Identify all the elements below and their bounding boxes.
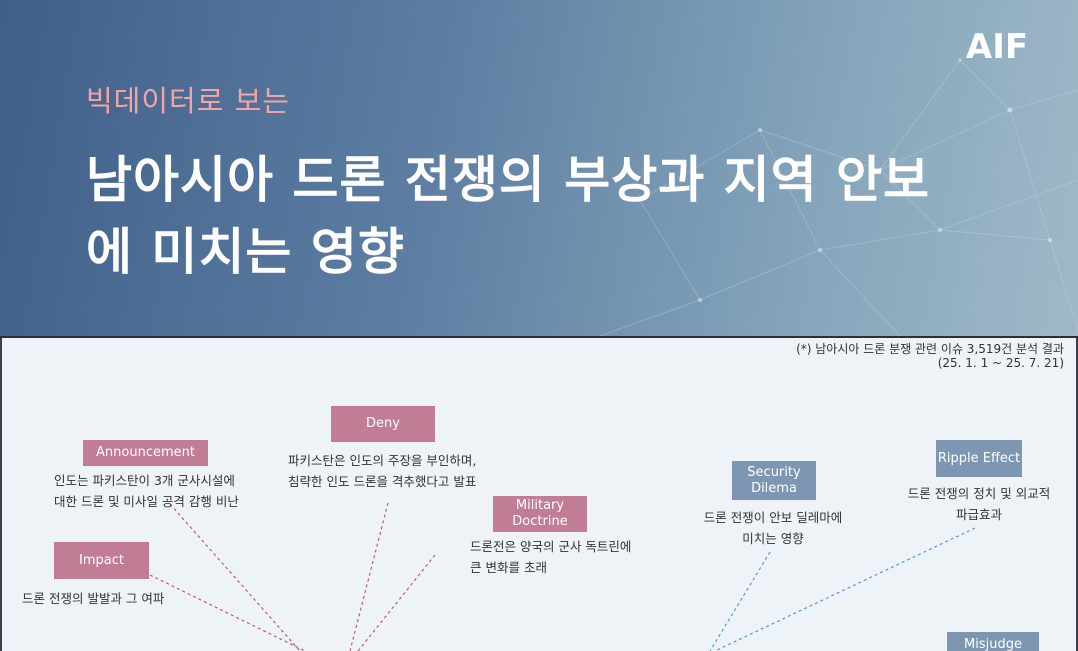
tag-security-dilema: Security Dilema — [732, 461, 816, 500]
tag-label: Doctrine — [512, 514, 568, 529]
desc-military-doctrine: 드론전은 양국의 군사 독트린에 큰 변화를 초래 — [470, 536, 631, 578]
desc-line: 침략한 인도 드론을 격추했다고 발표 — [288, 474, 477, 489]
desc-ripple-effect: 드론 전쟁의 정치 및 외교적 파급효과 — [898, 483, 1060, 525]
tag-ripple-effect: Ripple Effect — [936, 440, 1022, 477]
desc-line: 드론 전쟁의 정치 및 외교적 — [907, 486, 1051, 501]
header-divider — [0, 336, 1078, 338]
desc-announcement: 인도는 파키스탄이 3개 군사시설에 대한 드론 및 미사일 공격 감행 비난 — [54, 470, 239, 512]
connector-security-dilema — [709, 551, 771, 651]
connector-lines — [149, 502, 976, 651]
connector-military-doctrine — [357, 554, 436, 651]
desc-line: 드론 전쟁의 발발과 그 여파 — [22, 591, 165, 606]
page-title-line2: 에 미치는 영향 — [86, 223, 405, 281]
page-title-line1: 남아시아 드론 전쟁의 부상과 지역 안보 — [86, 151, 931, 209]
desc-impact: 드론 전쟁의 발발과 그 여파 — [22, 588, 164, 609]
connector-announcement — [169, 503, 301, 651]
tag-deny: Deny — [331, 406, 435, 442]
logo-text: AIF — [966, 27, 1028, 67]
connector-impact — [149, 574, 306, 651]
desc-line: 드론전은 양국의 군사 독트린에 — [470, 539, 632, 554]
tag-label: Impact — [79, 552, 124, 568]
panel-right-border — [1076, 338, 1078, 651]
desc-line: 파급효과 — [955, 507, 1002, 522]
tag-label: Security — [747, 464, 801, 480]
tag-military-doctrine: Military Doctrine — [493, 496, 587, 532]
tag-impact: Impact — [54, 542, 149, 579]
tag-label: Misjudge — [964, 637, 1022, 651]
desc-security-dilema: 드론 전쟁이 안보 딜레마에 미치는 영향 — [697, 507, 849, 549]
desc-line: 드론 전쟁이 안보 딜레마에 — [703, 510, 843, 525]
panel-left-border — [0, 338, 2, 651]
connector-deny — [349, 502, 389, 651]
desc-line: 파키스탄은 인도의 주장을 부인하며, — [288, 453, 477, 468]
tag-announcement: Announcement — [83, 440, 208, 466]
analysis-period: (25. 1. 1 ~ 25. 7. 21) — [937, 356, 1064, 370]
tag-label: Ripple Effect — [937, 450, 1021, 466]
analysis-note: (*) 남아시아 드론 분쟁 관련 이슈 3,519건 분석 결과 — [796, 342, 1064, 356]
header-banner: AIF 빅데이터로 보는 남아시아 드론 전쟁의 부상과 지역 안보 에 미치는… — [0, 0, 1078, 336]
desc-line: 미치는 영향 — [742, 531, 804, 546]
desc-line: 대한 드론 및 미사일 공격 감행 비난 — [54, 494, 239, 509]
desc-line: 인도는 파키스탄이 3개 군사시설에 — [54, 473, 235, 488]
tag-label: Military — [515, 498, 565, 513]
aif-logo: AIF — [966, 27, 1028, 67]
diagram-panel: (*) 남아시아 드론 분쟁 관련 이슈 3,519건 분석 결과 (25. 1… — [0, 338, 1078, 651]
tag-label: Announcement — [96, 445, 195, 460]
network-mesh-decoration — [599, 58, 1078, 336]
desc-line: 큰 변화를 초래 — [470, 560, 547, 575]
desc-deny: 파키스탄은 인도의 주장을 부인하며, 침략한 인도 드론을 격추했다고 발표 — [288, 450, 476, 492]
page-subtitle: 빅데이터로 보는 — [86, 84, 290, 118]
tag-misjudge: Misjudge — [947, 632, 1039, 651]
tag-label: Dilema — [751, 480, 797, 496]
tag-label: Deny — [366, 416, 400, 431]
